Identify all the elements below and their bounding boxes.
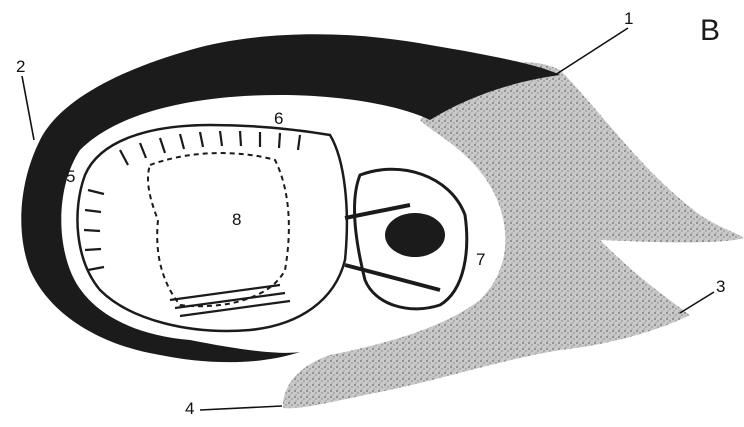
inner-chamber (77, 125, 346, 331)
callout-6: 6 (274, 109, 283, 128)
cavity-and-strut (345, 169, 467, 309)
callout-1: 1 (624, 9, 633, 28)
grey-lobe (283, 62, 744, 408)
callout-2: 2 (16, 57, 25, 76)
callout-8: 8 (232, 210, 241, 229)
callout-3: 3 (716, 277, 725, 296)
callout-4: 4 (185, 399, 194, 418)
panel-letter: B (700, 14, 720, 47)
callout-5: 5 (66, 167, 75, 186)
callout-7: 7 (476, 250, 485, 269)
